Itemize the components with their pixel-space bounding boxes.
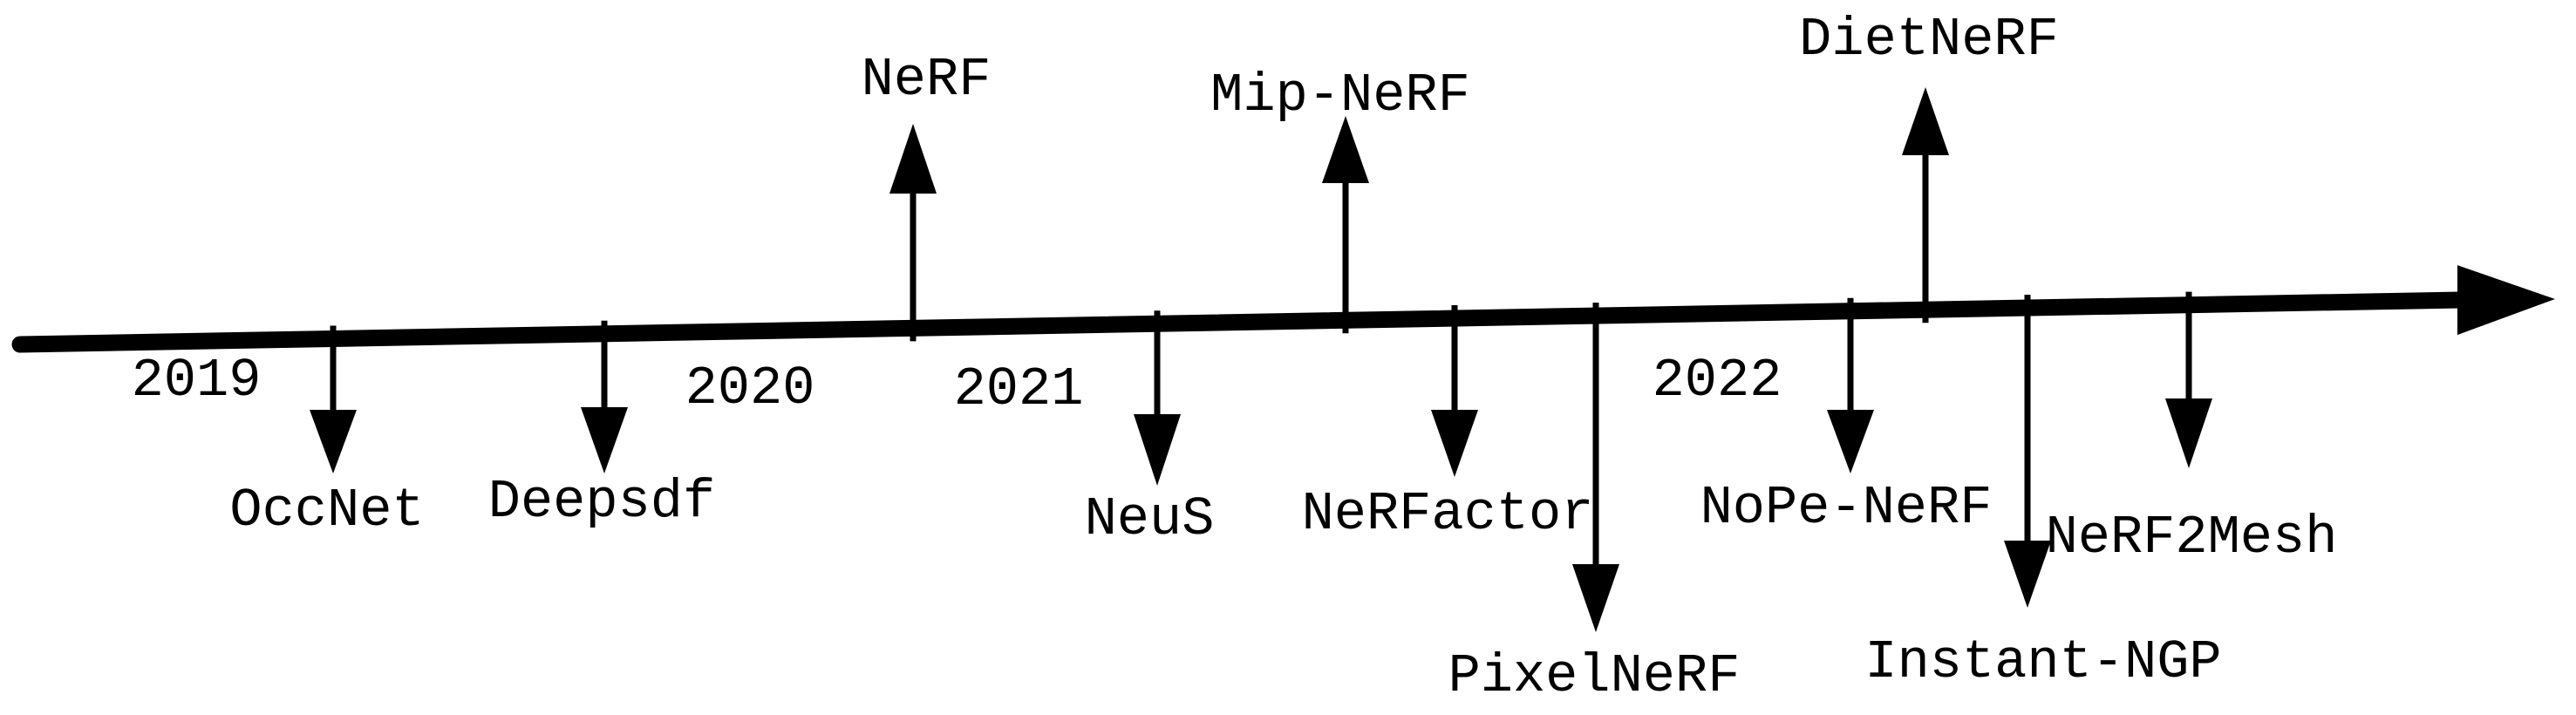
year-label-2019: 2019 xyxy=(132,350,262,412)
event-arrowhead-instant-ngp-icon xyxy=(2004,541,2051,608)
axis-arrowhead-icon xyxy=(2457,265,2555,336)
event-label-nerfactor: NeRFactor xyxy=(1302,483,1594,545)
event-arrowhead-dietnerf-icon xyxy=(1902,87,1949,155)
event-label-neus: NeuS xyxy=(1085,488,1215,550)
event-label-nope-nerf: NoPe-NeRF xyxy=(1700,477,1993,539)
timeline-axis xyxy=(11,291,2470,353)
event-label-nerf2mesh: NeRF2Mesh xyxy=(2046,507,2338,569)
year-label-2021: 2021 xyxy=(954,358,1084,420)
year-label-2022: 2022 xyxy=(1653,350,1782,412)
event-arrowhead-nerf2mesh-icon xyxy=(2165,398,2212,468)
event-arrowhead-mip-nerf-icon xyxy=(1322,116,1369,183)
event-label-occnet: OccNet xyxy=(229,480,424,541)
event-arrowhead-deepsdf-icon xyxy=(581,407,628,473)
event-label-pixelnerf: PixelNeRF xyxy=(1448,645,1741,707)
event-label-mip-nerf: Mip-NeRF xyxy=(1210,65,1470,126)
event-arrowhead-nerf-icon xyxy=(889,124,937,194)
event-label-instant-ngp: Instant-NGP xyxy=(1864,631,2221,693)
event-arrowhead-occnet-icon xyxy=(310,410,357,473)
year-label-2020: 2020 xyxy=(685,358,815,419)
event-arrowhead-nope-nerf-icon xyxy=(1827,410,1874,473)
event-label-dietnerf: DietNeRF xyxy=(1799,9,2059,71)
event-label-deepsdf: Deepsdf xyxy=(488,471,715,533)
event-arrowhead-pixelnerf-icon xyxy=(1572,564,1619,632)
event-arrowhead-neus-icon xyxy=(1134,414,1181,486)
event-arrowhead-nerfactor-icon xyxy=(1431,410,1478,477)
event-label-nerf: NeRF xyxy=(862,49,992,111)
